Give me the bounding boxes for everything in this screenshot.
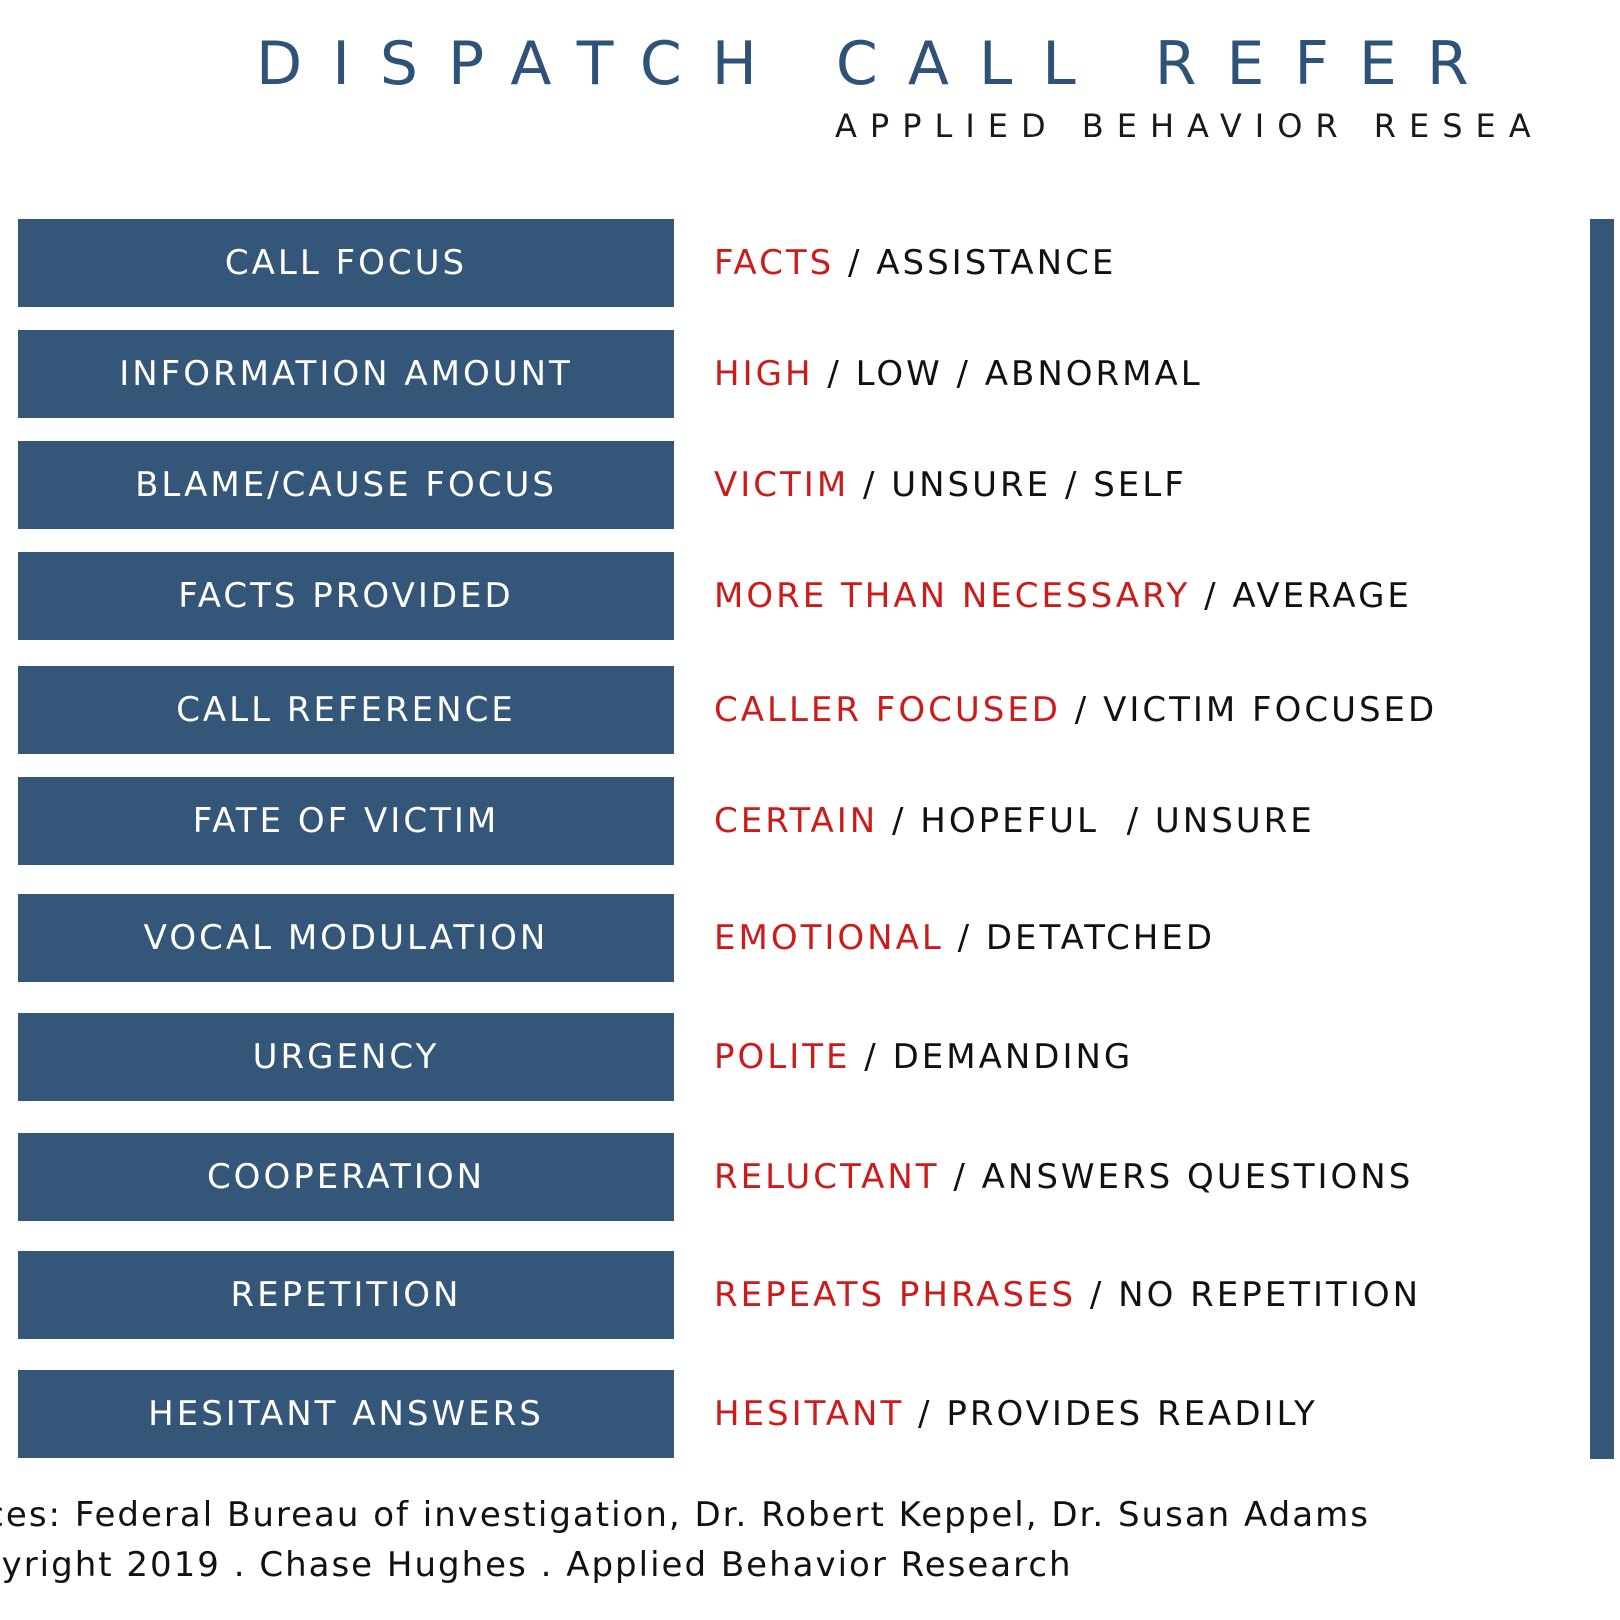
- row-values: MORE THAN NECESSARY / AVERAGE: [714, 552, 1412, 640]
- other-values: / DEMANDING: [850, 1037, 1134, 1077]
- row-values: FACTS / ASSISTANCE: [714, 219, 1116, 307]
- table-row: URGENCY POLITE / DEMANDING: [0, 1013, 1620, 1101]
- other-values: / ASSISTANCE: [834, 243, 1117, 283]
- page-subtitle: APPLIED BEHAVIOR RESEA: [835, 107, 1544, 145]
- row-label: CALL REFERENCE: [18, 666, 674, 754]
- sources-text: rces: Federal Bureau of investigation, D…: [0, 1495, 1370, 1535]
- side-accent-bar: [1590, 219, 1614, 1459]
- other-values: / HOPEFUL / UNSURE: [878, 801, 1315, 841]
- row-values: EMOTIONAL / DETATCHED: [714, 894, 1215, 982]
- table-row: FATE OF VICTIM CERTAIN / HOPEFUL / UNSUR…: [0, 777, 1620, 865]
- highlighted-value: EMOTIONAL: [714, 918, 944, 958]
- highlighted-value: MORE THAN NECESSARY: [714, 576, 1191, 616]
- row-values: CERTAIN / HOPEFUL / UNSURE: [714, 777, 1315, 865]
- row-values: POLITE / DEMANDING: [714, 1013, 1133, 1101]
- row-values: CALLER FOCUSED / VICTIM FOCUSED: [714, 666, 1437, 754]
- highlighted-value: HIGH: [714, 354, 814, 394]
- row-values: RELUCTANT / ANSWERS QUESTIONS: [714, 1133, 1413, 1221]
- other-values: / PROVIDES READILY: [904, 1394, 1318, 1434]
- other-values: / UNSURE / SELF: [849, 465, 1187, 505]
- row-values: VICTIM / UNSURE / SELF: [714, 441, 1187, 529]
- row-values: HESITANT / PROVIDES READILY: [714, 1370, 1318, 1458]
- highlighted-value: HESITANT: [714, 1394, 905, 1434]
- table-row: REPETITION REPEATS PHRASES / NO REPETITI…: [0, 1251, 1620, 1339]
- copyright-text: pyright 2019 . Chase Hughes . Applied Be…: [0, 1545, 1073, 1585]
- other-values: / AVERAGE: [1190, 576, 1412, 616]
- row-values: HIGH / LOW / ABNORMAL: [714, 330, 1203, 418]
- other-values: / NO REPETITION: [1076, 1275, 1422, 1315]
- highlighted-value: FACTS: [714, 243, 835, 283]
- highlighted-value: VICTIM: [714, 465, 850, 505]
- table-row: INFORMATION AMOUNT HIGH / LOW / ABNORMAL: [0, 330, 1620, 418]
- highlighted-value: REPEATS PHRASES: [714, 1275, 1077, 1315]
- highlighted-value: CERTAIN: [714, 801, 879, 841]
- other-values: / LOW / ABNORMAL: [813, 354, 1203, 394]
- row-label: INFORMATION AMOUNT: [18, 330, 674, 418]
- row-label: COOPERATION: [18, 1133, 674, 1221]
- highlighted-value: POLITE: [714, 1037, 851, 1077]
- footer: rces: Federal Bureau of investigation, D…: [0, 1490, 1370, 1590]
- row-label: FATE OF VICTIM: [18, 777, 674, 865]
- other-values: / VICTIM FOCUSED: [1061, 690, 1438, 730]
- table-row: CALL REFERENCE CALLER FOCUSED / VICTIM F…: [0, 666, 1620, 754]
- table-row: CALL FOCUS FACTS / ASSISTANCE: [0, 219, 1620, 307]
- row-label: BLAME/CAUSE FOCUS: [18, 441, 674, 529]
- table-row: FACTS PROVIDED MORE THAN NECESSARY / AVE…: [0, 552, 1620, 640]
- table-row: HESITANT ANSWERS HESITANT / PROVIDES REA…: [0, 1370, 1620, 1458]
- row-label: VOCAL MODULATION: [18, 894, 674, 982]
- other-values: / ANSWERS QUESTIONS: [939, 1157, 1414, 1197]
- row-values: REPEATS PHRASES / NO REPETITION: [714, 1251, 1421, 1339]
- row-label: FACTS PROVIDED: [18, 552, 674, 640]
- table-row: BLAME/CAUSE FOCUS VICTIM / UNSURE / SELF: [0, 441, 1620, 529]
- highlighted-value: CALLER FOCUSED: [714, 690, 1061, 730]
- row-label: CALL FOCUS: [18, 219, 674, 307]
- table-row: VOCAL MODULATION EMOTIONAL / DETATCHED: [0, 894, 1620, 982]
- highlighted-value: RELUCTANT: [714, 1157, 940, 1197]
- row-label: REPETITION: [18, 1251, 674, 1339]
- table-row: COOPERATION RELUCTANT / ANSWERS QUESTION…: [0, 1133, 1620, 1221]
- other-values: / DETATCHED: [943, 918, 1216, 958]
- row-label: HESITANT ANSWERS: [18, 1370, 674, 1458]
- row-label: URGENCY: [18, 1013, 674, 1101]
- page-title: DISPATCH CALL REFER: [256, 29, 1499, 99]
